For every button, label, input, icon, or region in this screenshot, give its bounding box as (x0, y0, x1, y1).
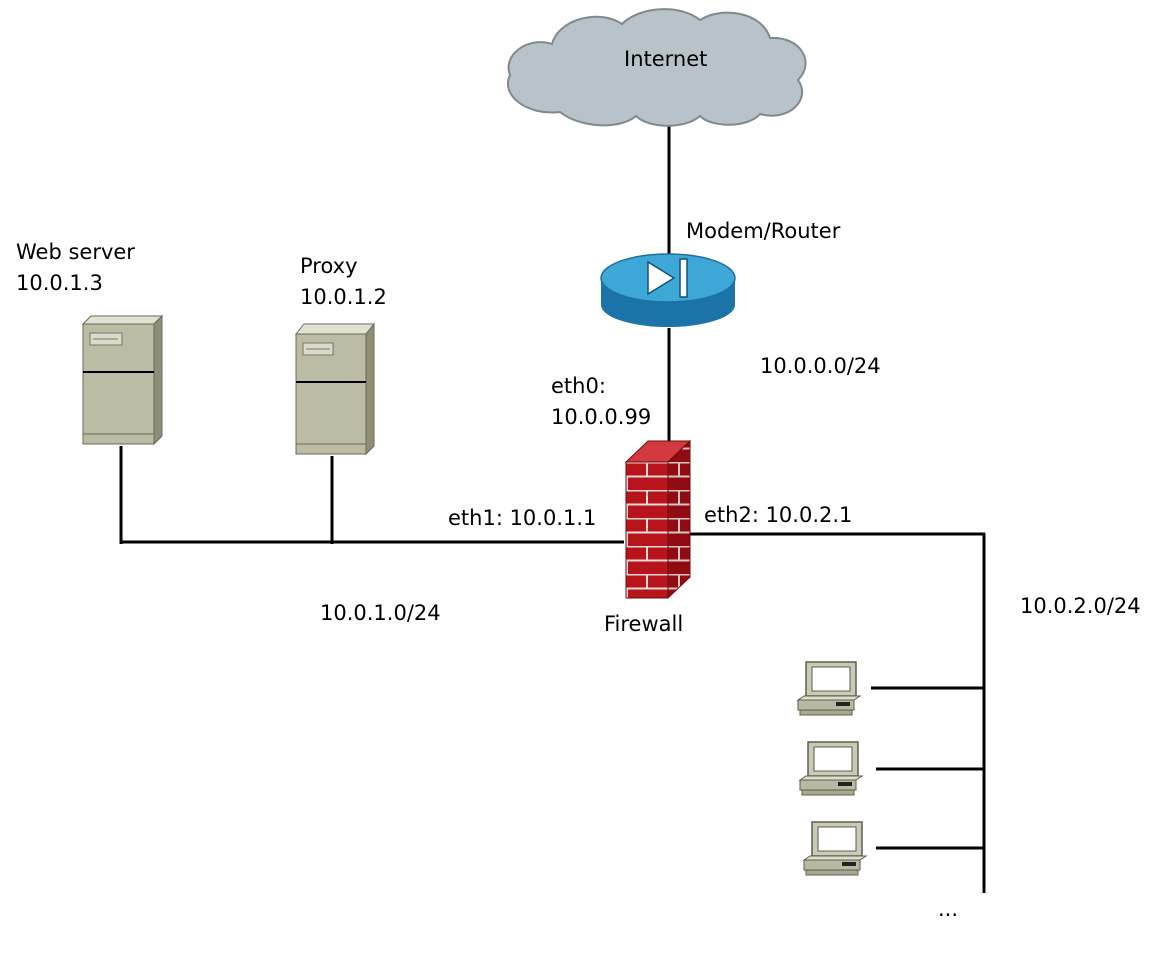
lan-subnet-label: 10.0.2.0/24 (1020, 594, 1141, 618)
router-label: Modem/Router (686, 219, 841, 243)
eth0-ip-label: 10.0.0.99 (551, 405, 652, 429)
web-server-name: Web server (16, 240, 135, 264)
links (119, 120, 986, 893)
server-icon (81, 314, 164, 446)
firewall-label: Firewall (604, 612, 684, 636)
server-icon (294, 322, 376, 456)
eth2-label: eth2: 10.0.2.1 (704, 503, 853, 527)
eth0-name-label: eth0: (551, 374, 606, 398)
proxy-ip: 10.0.1.2 (300, 285, 387, 309)
workstation-icon (798, 741, 864, 796)
more-clients-ellipsis: ... (938, 897, 959, 921)
web-server-ip: 10.0.1.3 (16, 271, 103, 295)
workstation-icon (796, 661, 862, 716)
router-icon (600, 253, 736, 327)
cloud-icon (507, 8, 807, 127)
workstation-icon (802, 821, 868, 876)
firewall-icon (624, 439, 692, 600)
wan-subnet-label: 10.0.0.0/24 (760, 354, 881, 378)
eth1-label: eth1: 10.0.1.1 (448, 506, 597, 530)
proxy-name: Proxy (300, 254, 358, 278)
internet-label: Internet (624, 47, 708, 71)
dmz-subnet-label: 10.0.1.0/24 (320, 601, 441, 625)
